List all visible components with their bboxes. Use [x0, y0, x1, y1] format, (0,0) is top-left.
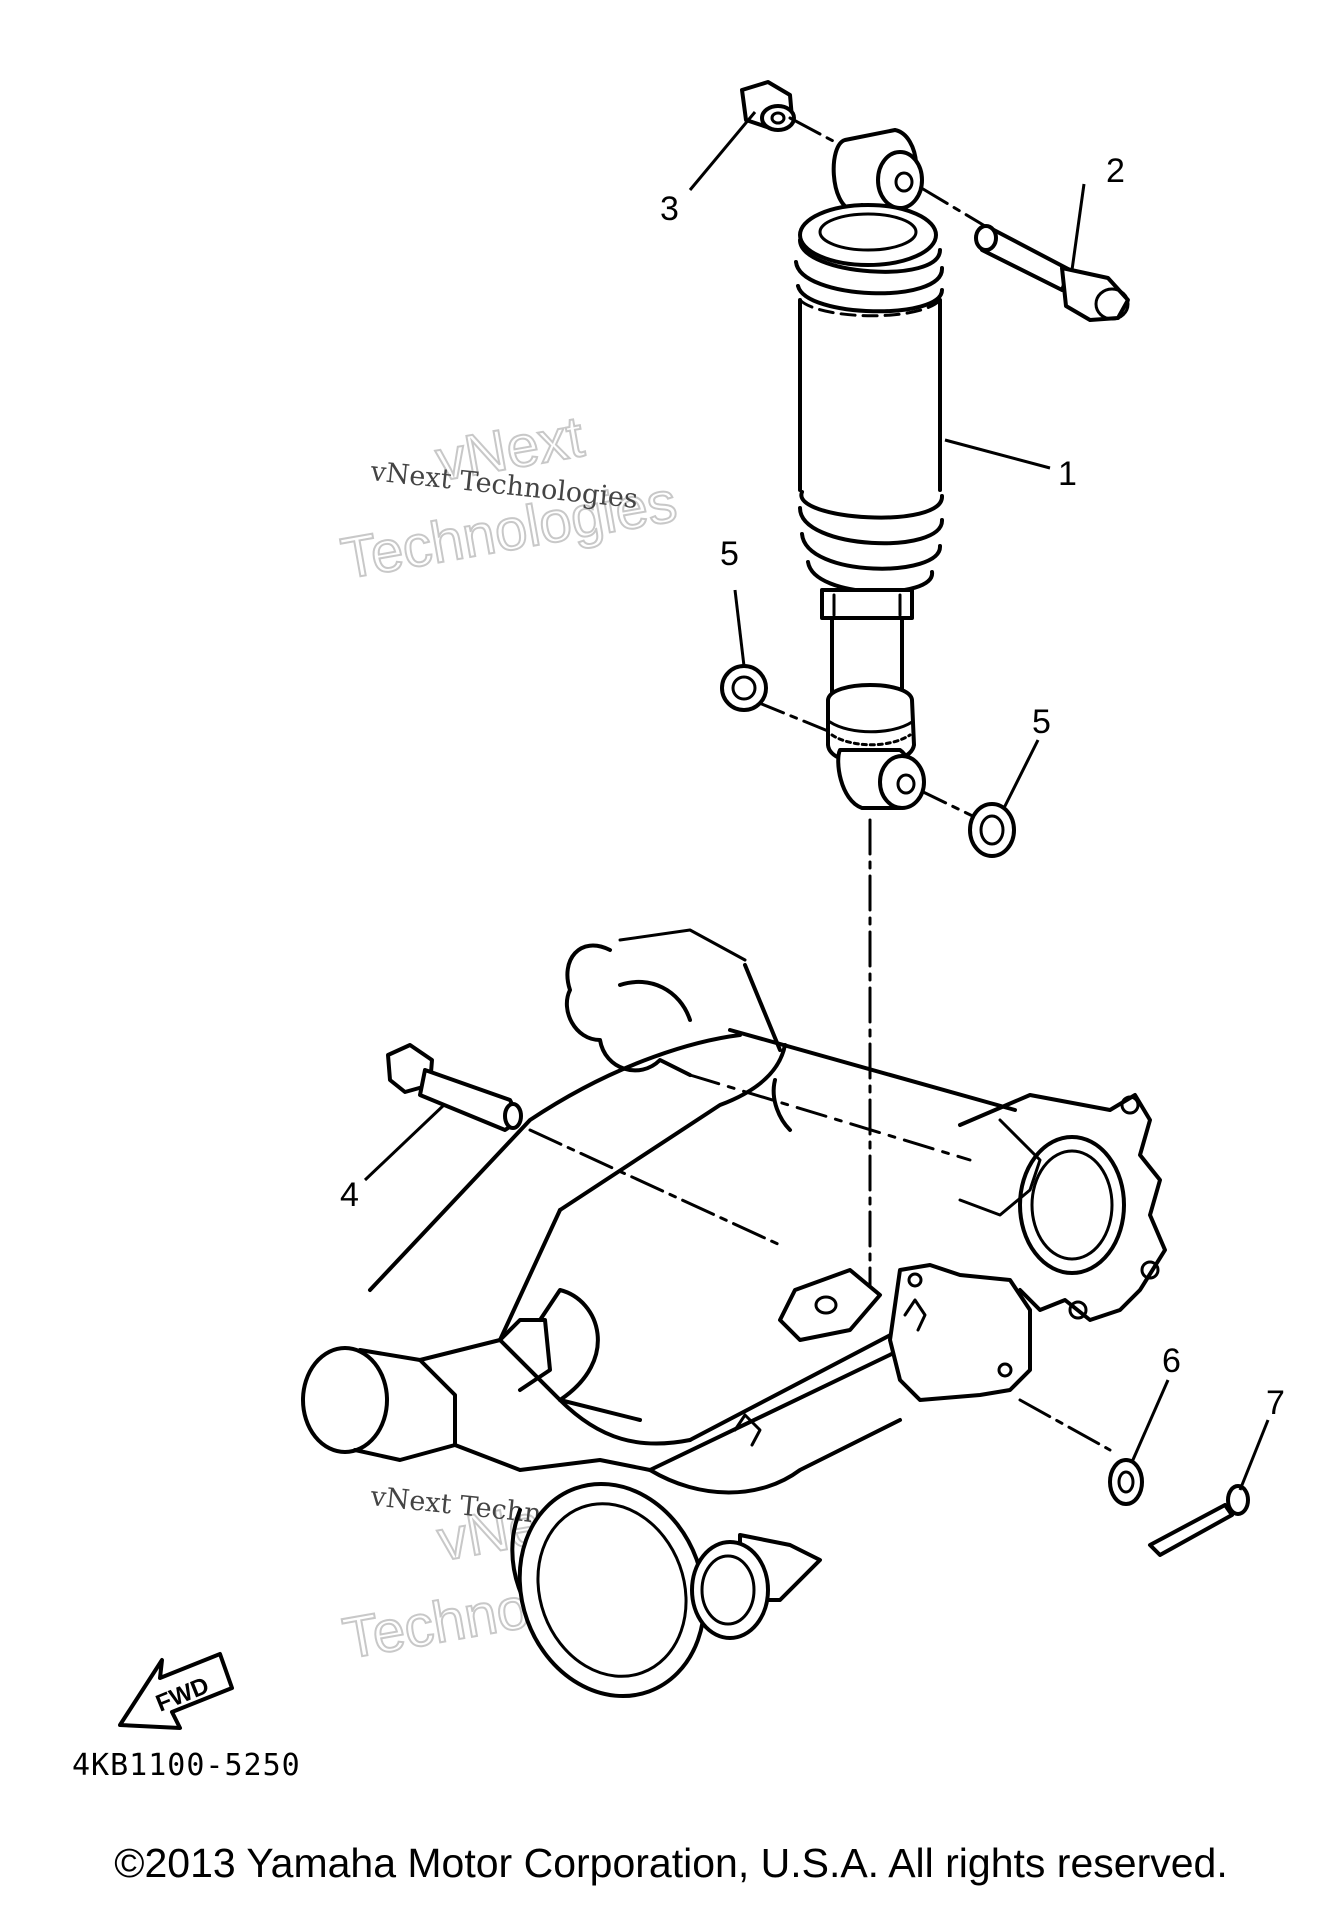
swingarm: [301, 928, 1167, 1699]
callout-5-right: 5: [1032, 703, 1051, 741]
callout-2: 2: [1106, 152, 1125, 190]
part-4-pivot-bolt: [386, 1043, 523, 1132]
axis-top-right: [916, 184, 987, 228]
fwd-arrow-icon: FWD: [118, 1652, 234, 1730]
part-1-shock-absorber: [794, 128, 945, 810]
callout-1: 1: [1058, 455, 1077, 493]
callout-3: 3: [660, 190, 679, 228]
part-5-washer-left: [720, 664, 768, 712]
axis-axle: [1018, 1398, 1112, 1452]
axis-pivot: [528, 1128, 782, 1247]
callout-5-left: 5: [720, 535, 739, 573]
part-3-nut: [740, 80, 796, 132]
callout-7: 7: [1266, 1384, 1285, 1422]
leader-lines: [363, 111, 1270, 1491]
callout-4: 4: [340, 1176, 359, 1214]
part-6-washer: [1108, 1458, 1144, 1506]
callout-6: 6: [1162, 1342, 1181, 1380]
part-5-washer-right: [968, 802, 1016, 858]
part-2-bolt: [974, 224, 1130, 322]
copyright-notice: ©2013 Yamaha Motor Corporation, U.S.A. A…: [114, 1840, 1228, 1886]
diagram-code: 4KB1100-5250: [72, 1748, 301, 1783]
part-7-cotter-pin: [1148, 1484, 1250, 1557]
